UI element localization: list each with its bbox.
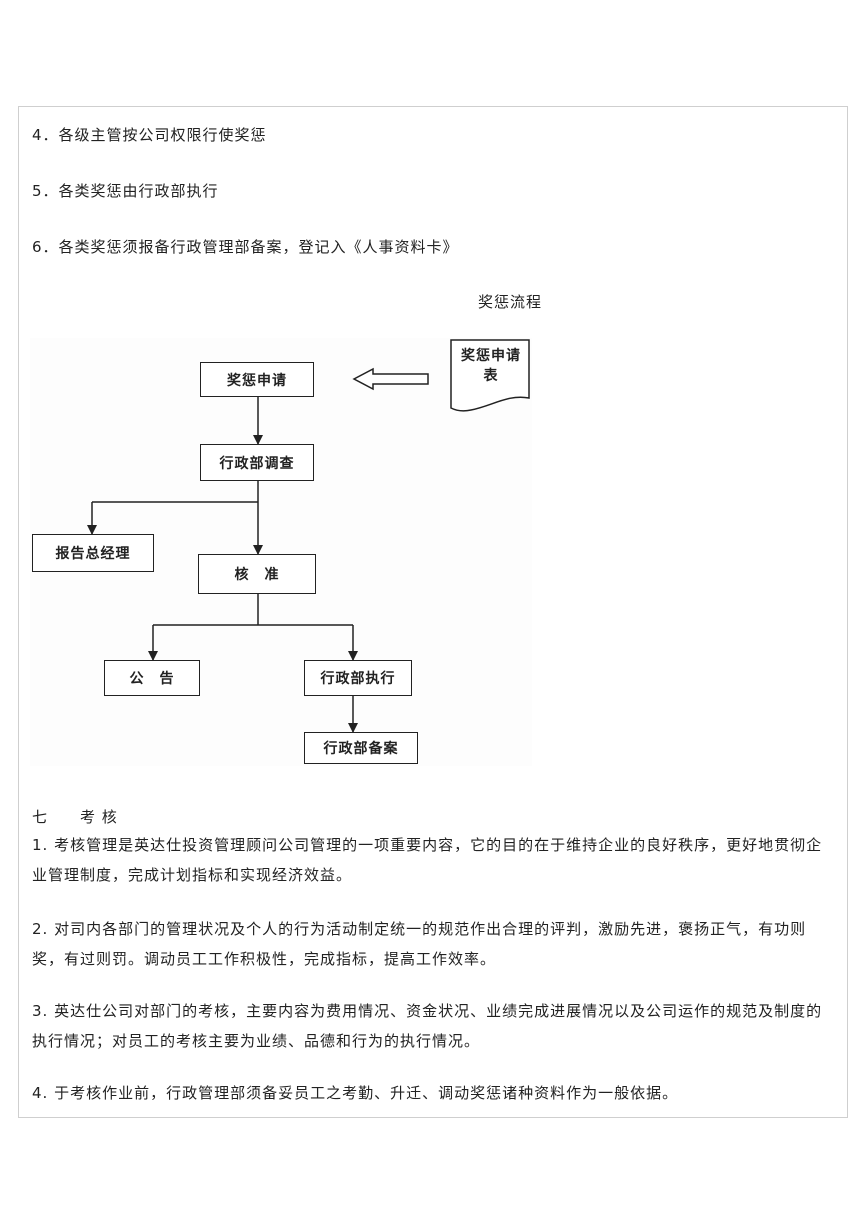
hollow-arrow bbox=[352, 367, 429, 391]
flowchart-connectors bbox=[87, 339, 530, 733]
form-label: 奖惩申请表 bbox=[461, 348, 521, 384]
node-execute: 行政部执行 bbox=[304, 660, 412, 696]
flowchart-title: 奖惩流程 bbox=[478, 293, 543, 311]
paragraph-2: 2. 对司内各部门的管理状况及个人的行为活动制定统一的规范作出合理的评判，激励先… bbox=[32, 920, 807, 968]
paragraph-4: 4. 于考核作业前，行政管理部须备妥员工之考勤、升迁、调动奖惩诸种资料作为一般依… bbox=[32, 1084, 679, 1102]
item-5: 5．各类奖惩由行政部执行 bbox=[32, 182, 219, 200]
section-7-heading: 七 考 核 bbox=[32, 808, 118, 826]
flowchart-diagram: 奖惩申请表 奖惩申请 行政部调查 报告总经理 核 准 公 告 行政部执行 行政部… bbox=[30, 338, 532, 766]
item-6: 6．各类奖惩须报备行政管理部备案，登记入《人事资料卡》 bbox=[32, 238, 459, 256]
node-announce: 公 告 bbox=[104, 660, 200, 696]
item-4: 4．各级主管按公司权限行使奖惩 bbox=[32, 126, 267, 144]
node-apply: 奖惩申请 bbox=[200, 362, 314, 397]
content-frame bbox=[18, 106, 848, 1118]
node-report-manager: 报告总经理 bbox=[32, 534, 154, 572]
node-approve: 核 准 bbox=[198, 554, 316, 594]
node-file: 行政部备案 bbox=[304, 732, 418, 764]
form-document-shape bbox=[450, 339, 530, 412]
paragraph-3: 3. 英达仕公司对部门的考核，主要内容为费用情况、资金状况、业绩完成进展情况以及… bbox=[32, 1002, 823, 1050]
paragraph-1: 1. 考核管理是英达仕投资管理顾问公司管理的一项重要内容，它的目的在于维持企业的… bbox=[32, 836, 823, 884]
node-investigate: 行政部调查 bbox=[200, 444, 314, 481]
